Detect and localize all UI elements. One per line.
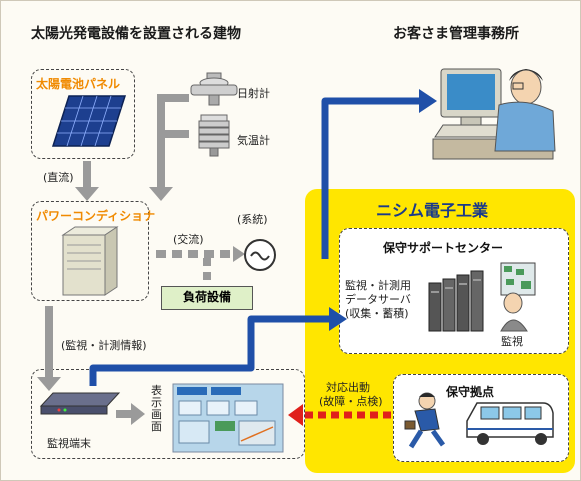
- arrow-pcs-to-terminal-shaft: [45, 306, 53, 378]
- ac-arrow-head: [233, 246, 245, 262]
- server-label-line3: (収集・蓄積): [345, 307, 409, 320]
- dc-label: (直流): [43, 171, 74, 184]
- arrow-panel-to-pcs-shaft: [83, 161, 91, 187]
- server-label-line1: 監視・計測用: [345, 279, 411, 292]
- building-header: 太陽光発電設備を設置される建物: [31, 26, 241, 42]
- service-van-icon: [466, 402, 554, 445]
- arrow-terminal-to-display-head: [131, 403, 145, 425]
- power-conditioner-box: [31, 201, 149, 301]
- server-label-line2: データサーバ: [345, 293, 411, 306]
- pyranometer-icon: [190, 72, 238, 106]
- terminal-label: 監視端末: [47, 437, 91, 450]
- display-screen-label: 表示画面: [151, 384, 162, 433]
- arrow-terminal-to-display-shaft: [116, 410, 132, 418]
- load-equipment-box: 負荷設備: [161, 286, 253, 310]
- power-conditioner-icon: [61, 226, 119, 296]
- grid-label: (系統): [237, 213, 268, 226]
- thermometer-label: 気温計: [237, 134, 270, 147]
- ac-wave-icon: [250, 251, 270, 261]
- arrow-sensor-to-pcs-head: [149, 187, 173, 201]
- monitoring-info-label: (監視・計測情報): [61, 339, 147, 352]
- line-terminal-to-support: [89, 315, 331, 386]
- solar-panel-box: [31, 69, 135, 159]
- dispatch-label-line2: (故障・点検): [319, 395, 383, 408]
- sensor-bus-top: [157, 94, 189, 102]
- office-worker-icon: [494, 69, 556, 152]
- power-conditioner-label: パワーコンディショナ: [36, 209, 156, 223]
- maintenance-base-label: 保守拠点: [446, 385, 495, 399]
- sensor-bus-bottom: [157, 130, 189, 138]
- sensor-bus-vertical: [157, 94, 165, 187]
- arrow-panel-to-pcs-head: [75, 187, 99, 201]
- dispatch-label-line1: 対応出動: [326, 381, 370, 394]
- display-screen-image: [172, 383, 284, 453]
- solar-panel-icon: [51, 95, 127, 147]
- engineer-running-icon: [404, 392, 446, 449]
- dispatch-arrow-head: [288, 404, 303, 426]
- pyranometer-label: 日射計: [237, 87, 270, 100]
- data-server-icon: [428, 270, 484, 332]
- monitoring-terminal-icon: [39, 392, 121, 415]
- arrow-pcs-to-terminal-head: [37, 377, 61, 391]
- office-header: お客さま管理事務所: [393, 26, 519, 42]
- ac-label: (交流): [173, 233, 204, 246]
- company-name: ニシム電子工業: [376, 201, 489, 220]
- thermometer-icon: [198, 114, 230, 157]
- solar-panel-label: 太陽電池パネル: [36, 77, 121, 91]
- line-support-to-office: [321, 97, 421, 259]
- monitor-label: 監視: [501, 335, 523, 348]
- arrow-to-office-head: [419, 89, 437, 113]
- office-computer-icon: [432, 68, 554, 160]
- support-center-label: 保守サポートセンター: [383, 241, 504, 255]
- monitor-screen-icon: [500, 262, 536, 332]
- arrow-to-support-head: [329, 307, 347, 331]
